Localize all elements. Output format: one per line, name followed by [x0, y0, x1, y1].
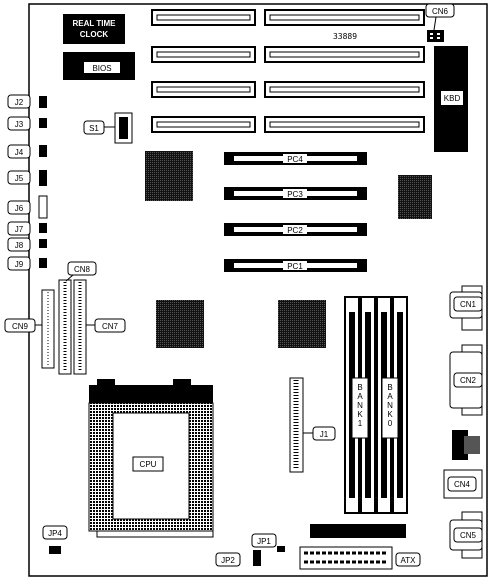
cn6-label: CN6	[432, 7, 449, 16]
left-jumpers: J2 J3 J4 J5 J6 J7 J8 J9	[7, 94, 48, 271]
bios-label: BIOS	[92, 64, 111, 73]
board-id: 33889	[333, 32, 357, 41]
rtc-label-line1: REAL TIME	[73, 19, 117, 28]
chipset-chip-3	[156, 300, 204, 348]
j9-label: J9	[15, 260, 24, 269]
bottom-jumpers: JP1 JP2 JP4	[42, 525, 285, 567]
j2-label: J2	[15, 98, 24, 107]
j1-label: J1	[320, 430, 329, 439]
pc1-label: PC1	[287, 262, 303, 271]
bios-chip: BIOS	[63, 52, 135, 80]
s1-switch: S1	[83, 112, 133, 144]
cn8-label: CN8	[74, 265, 91, 274]
chipset-chip-2	[398, 175, 432, 219]
cn6-connector: CN6	[425, 3, 455, 42]
j7-label: J7	[15, 225, 24, 234]
cn7-label: CN7	[102, 322, 119, 331]
pc3-label: PC3	[287, 190, 303, 199]
keyboard-connector: KBD	[434, 46, 468, 152]
pc2-label: PC2	[287, 226, 303, 235]
j8-label: J8	[15, 241, 24, 250]
rtc-label-line2: CLOCK	[80, 30, 109, 39]
cn5-label: CN5	[460, 531, 477, 540]
j4-label: J4	[15, 148, 24, 157]
cn9-label: CN9	[12, 322, 29, 331]
ide-headers: CN8 CN9 CN7	[4, 261, 126, 375]
j6-label: J6	[15, 204, 24, 213]
pc4-label: PC4	[287, 155, 303, 164]
cpu-label: CPU	[140, 460, 157, 469]
jp4-label: JP4	[48, 529, 62, 538]
cpu-socket: CPU	[88, 379, 214, 538]
atx-label: ATX	[401, 556, 417, 565]
real-time-clock: REAL TIME CLOCK	[63, 14, 125, 44]
s1-label: S1	[89, 124, 99, 133]
jp1-label: JP1	[257, 537, 271, 546]
atx-power-connector: ATX	[299, 524, 421, 570]
top-slots	[151, 9, 425, 133]
chipset-chip-4	[278, 300, 326, 348]
j3-label: J3	[15, 120, 24, 129]
jp2-label: JP2	[221, 556, 235, 565]
cn1-label: CN1	[460, 300, 477, 309]
pc-slots: PC4 PC3 PC2 PC1	[224, 152, 367, 272]
j1-header: J1	[289, 377, 336, 473]
right-connectors: CN1 CN2 CN4 CN5	[443, 285, 483, 559]
chipset-chip-1	[145, 151, 193, 201]
cn2-label: CN2	[460, 376, 477, 385]
cn4-label: CN4	[454, 480, 471, 489]
kbd-label: KBD	[444, 94, 461, 103]
j5-label: J5	[15, 174, 24, 183]
